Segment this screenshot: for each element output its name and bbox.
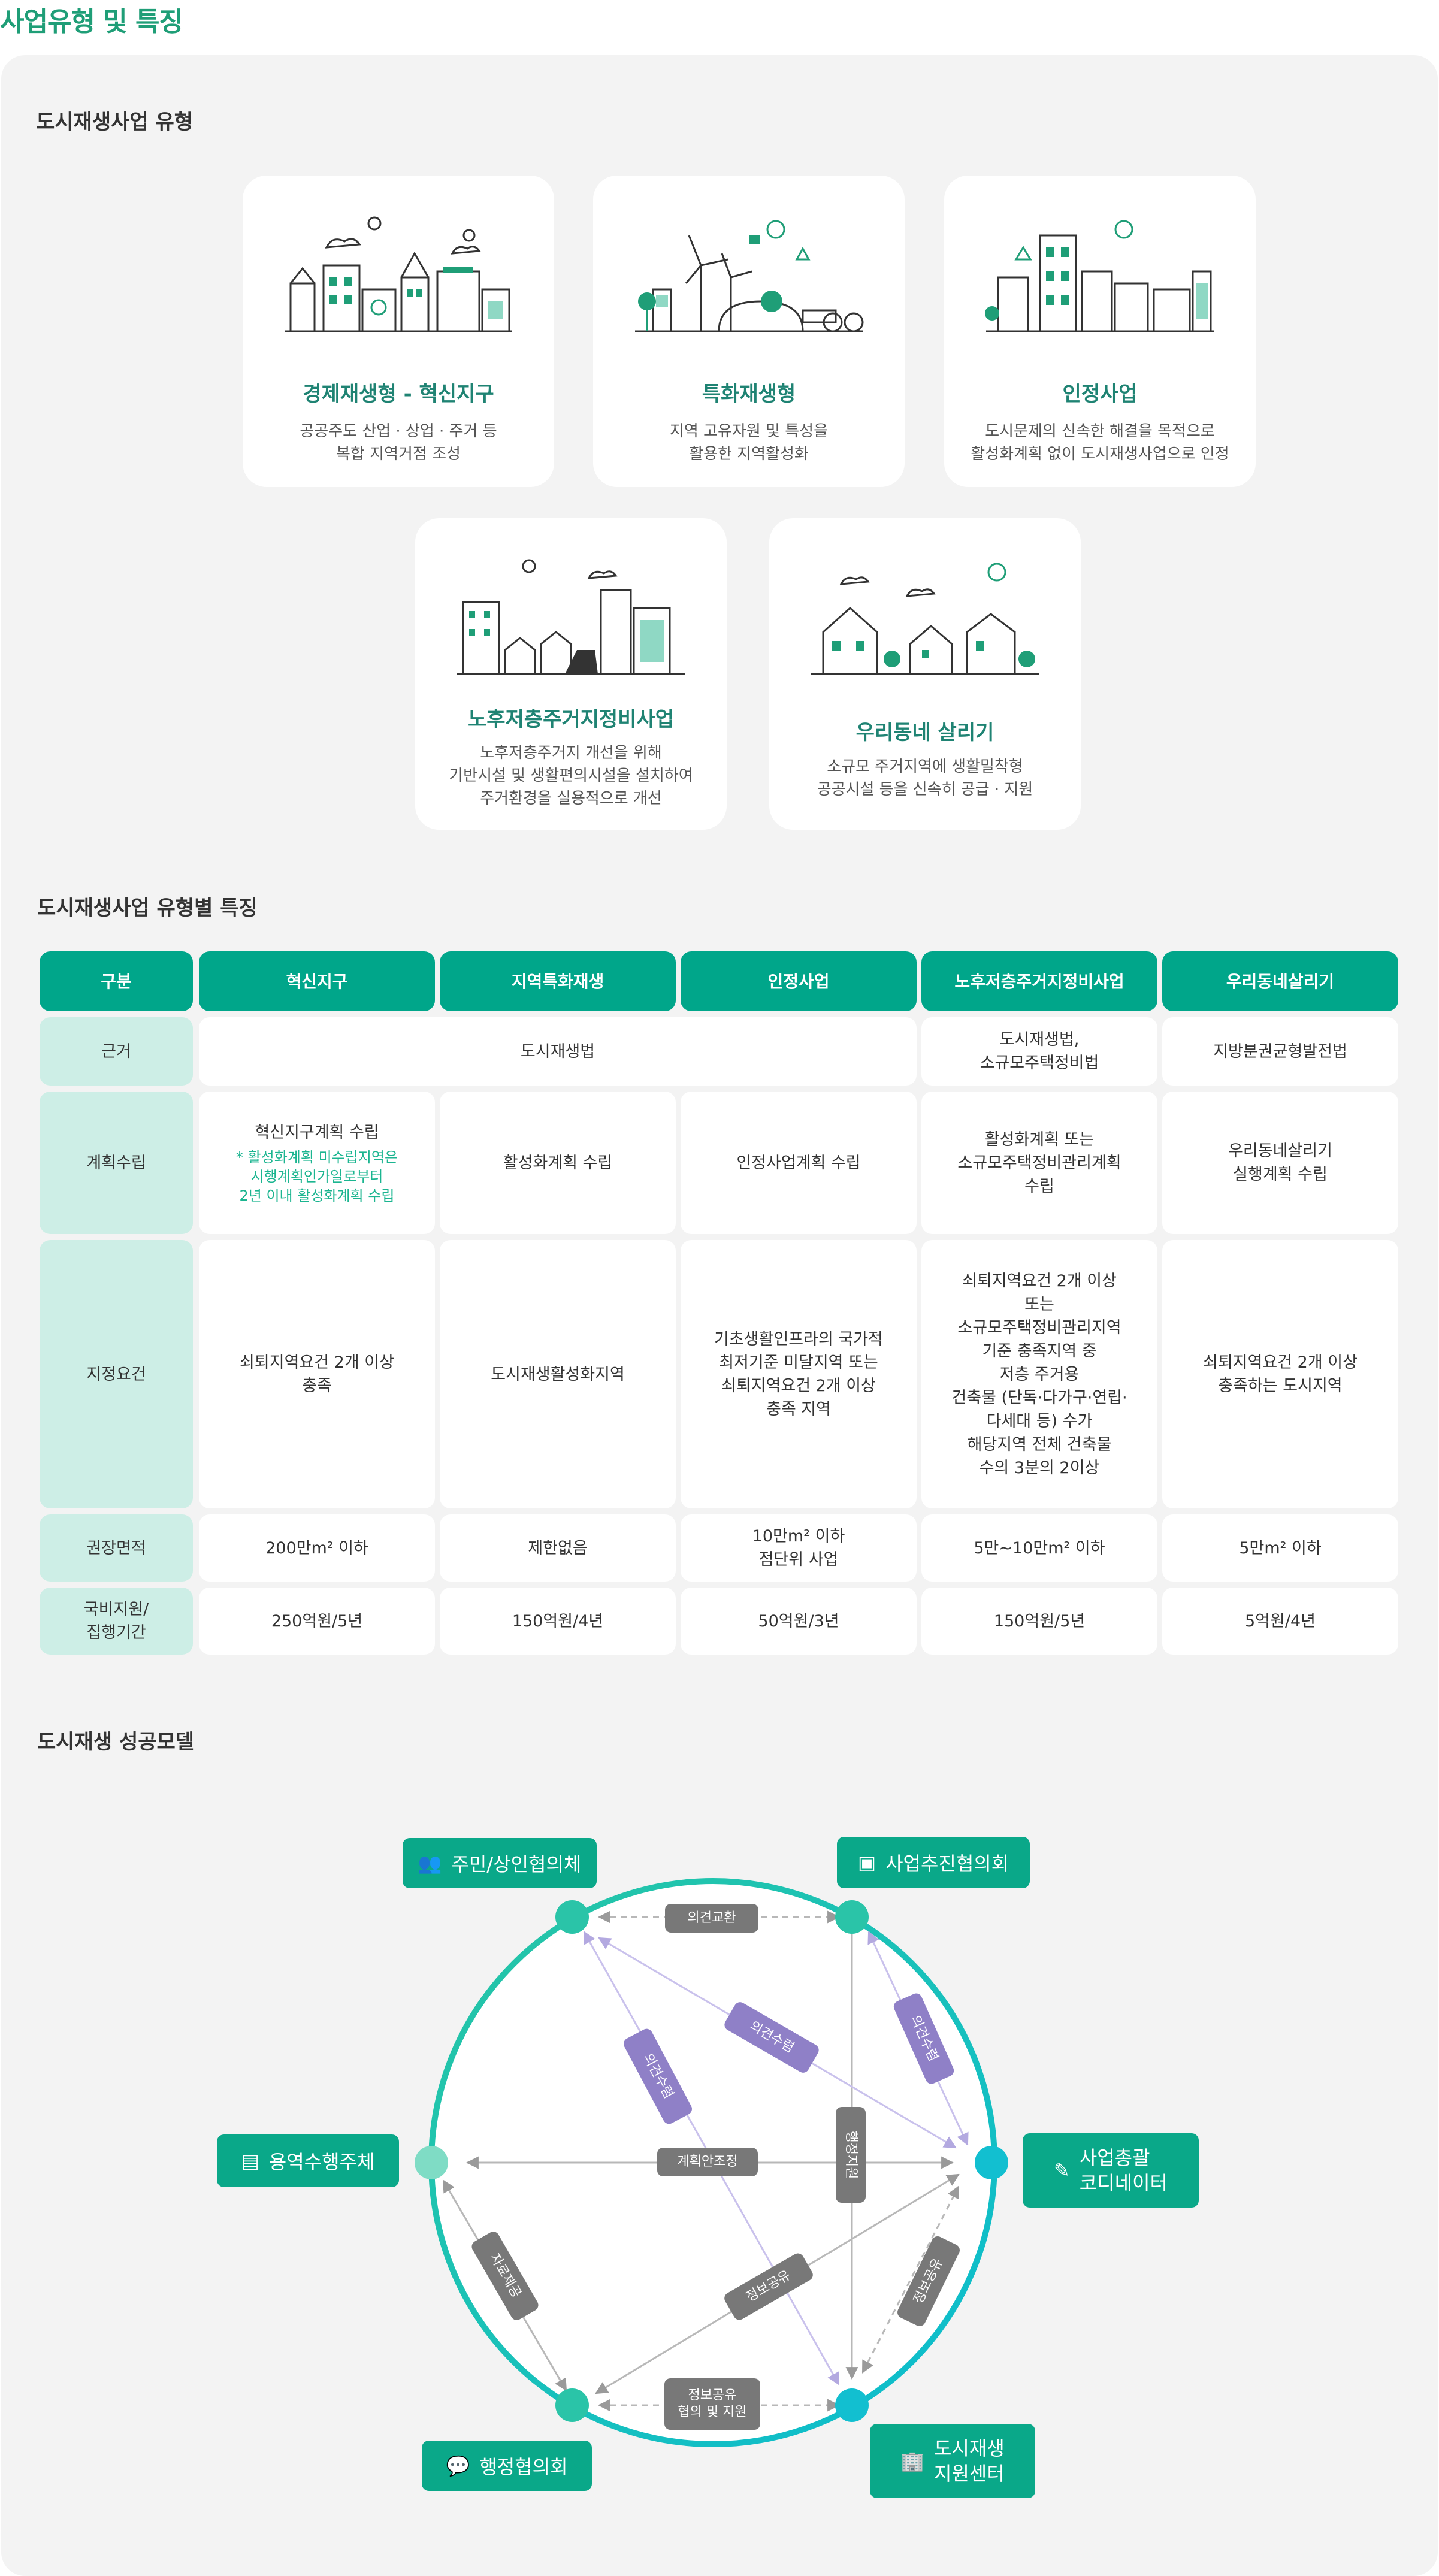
cell-fund-regional: 150억원/4년 bbox=[440, 1588, 676, 1655]
cell-area-neighborhood: 5만m² 이하 bbox=[1162, 1514, 1398, 1582]
cell-basis-merged: 도시재생법 bbox=[199, 1017, 917, 1086]
type-card-title: 경제재생형 - 혁신지구 bbox=[303, 382, 494, 406]
id-card-icon: ▤ bbox=[241, 2149, 259, 2172]
podium-icon: ▣ bbox=[857, 1851, 876, 1874]
page-title: 사업유형 및 특징 bbox=[0, 7, 183, 37]
eco-energy-illustration bbox=[635, 220, 864, 332]
table-header-certified: 인정사업 bbox=[681, 951, 917, 1011]
node-dot-contractor bbox=[415, 2146, 448, 2179]
table-header-neighborhood: 우리동네살리기 bbox=[1162, 951, 1398, 1011]
lowrise-renewal-illustration bbox=[457, 559, 685, 675]
chat-icon: 💬 bbox=[446, 2454, 470, 2477]
neighborhood-illustration bbox=[811, 563, 1039, 675]
cell-req-regional: 도시재생활성화지역 bbox=[440, 1240, 676, 1508]
node-admin[interactable]: 💬행정협의회 bbox=[422, 2441, 592, 2491]
cell-plan-certified: 인정사업계획 수립 bbox=[681, 1092, 917, 1234]
cell-basis-neighborhood: 지방분권균형발전법 bbox=[1162, 1017, 1398, 1086]
type-card-title: 노후저층주거지정비사업 bbox=[467, 708, 675, 731]
node-dot-residents bbox=[555, 1900, 589, 1934]
tag-admin-support: 행정지원 bbox=[836, 2107, 866, 2203]
node-contractor[interactable]: ▤용역수행주체 bbox=[217, 2134, 399, 2187]
type-card-title: 우리동네 살리기 bbox=[855, 721, 994, 745]
cell-area-innovation: 200만m² 이하 bbox=[199, 1514, 435, 1582]
cell-area-lowrise: 5만~10만m² 이하 bbox=[921, 1514, 1157, 1582]
cell-area-regional: 제한없음 bbox=[440, 1514, 676, 1582]
cell-fund-lowrise: 150억원/5년 bbox=[921, 1588, 1157, 1655]
city-economic-illustration bbox=[285, 216, 512, 332]
model-section-title: 도시재생 성공모델 bbox=[37, 1730, 195, 1754]
cell-plan-innovation: 혁신지구계획 수립 * 활성화계획 미수립지역은 시행계획인가일로부터 2년 이… bbox=[199, 1092, 435, 1234]
table-header-lowrise: 노후저층주거지정비사업 bbox=[921, 951, 1157, 1011]
type-card-title: 특화재생형 bbox=[702, 382, 796, 406]
node-promotion[interactable]: ▣사업추진협의회 bbox=[837, 1837, 1030, 1888]
cell-fund-innovation: 250억원/5년 bbox=[199, 1588, 435, 1655]
row-label-basis: 근거 bbox=[40, 1017, 193, 1086]
row-label-funding: 국비지원/집행기간 bbox=[40, 1588, 193, 1655]
row-label-requirements: 지정요건 bbox=[40, 1240, 193, 1508]
people-icon: 👥 bbox=[418, 1852, 442, 1874]
row-label-area: 권장면적 bbox=[40, 1514, 193, 1582]
node-dot-admin bbox=[555, 2388, 589, 2422]
tag-plan-adjust: 계획안조정 bbox=[657, 2148, 758, 2176]
types-section-title: 도시재생사업 유형 bbox=[36, 110, 194, 134]
row-label-plan: 계획수립 bbox=[40, 1092, 193, 1234]
cell-fund-neighborhood: 5억원/4년 bbox=[1162, 1588, 1398, 1655]
node-residents[interactable]: 👥주민/상인협의체 bbox=[403, 1838, 597, 1888]
building-icon: 🏢 bbox=[900, 2450, 925, 2472]
node-dot-center bbox=[835, 2388, 869, 2422]
features-section-title: 도시재생사업 유형별 특징 bbox=[37, 896, 258, 920]
cell-fund-certified: 50억원/3년 bbox=[681, 1588, 917, 1655]
pen-icon: ✎ bbox=[1053, 2159, 1070, 2182]
table-header-category: 구분 bbox=[40, 951, 193, 1011]
type-card-title: 인정사업 bbox=[1062, 382, 1138, 406]
node-dot-coordinator bbox=[975, 2146, 1008, 2179]
cell-plan-regional: 활성화계획 수립 bbox=[440, 1092, 676, 1234]
node-dot-promotion bbox=[835, 1900, 869, 1934]
recycle-city-illustration bbox=[985, 220, 1214, 332]
table-header-regional: 지역특화재생 bbox=[440, 951, 676, 1011]
cell-basis-lowrise: 도시재생법,소규모주택정비법 bbox=[921, 1017, 1157, 1086]
table-header-innovation: 혁신지구 bbox=[199, 951, 435, 1011]
tag-opinion-exchange: 의견교환 bbox=[665, 1904, 758, 1933]
